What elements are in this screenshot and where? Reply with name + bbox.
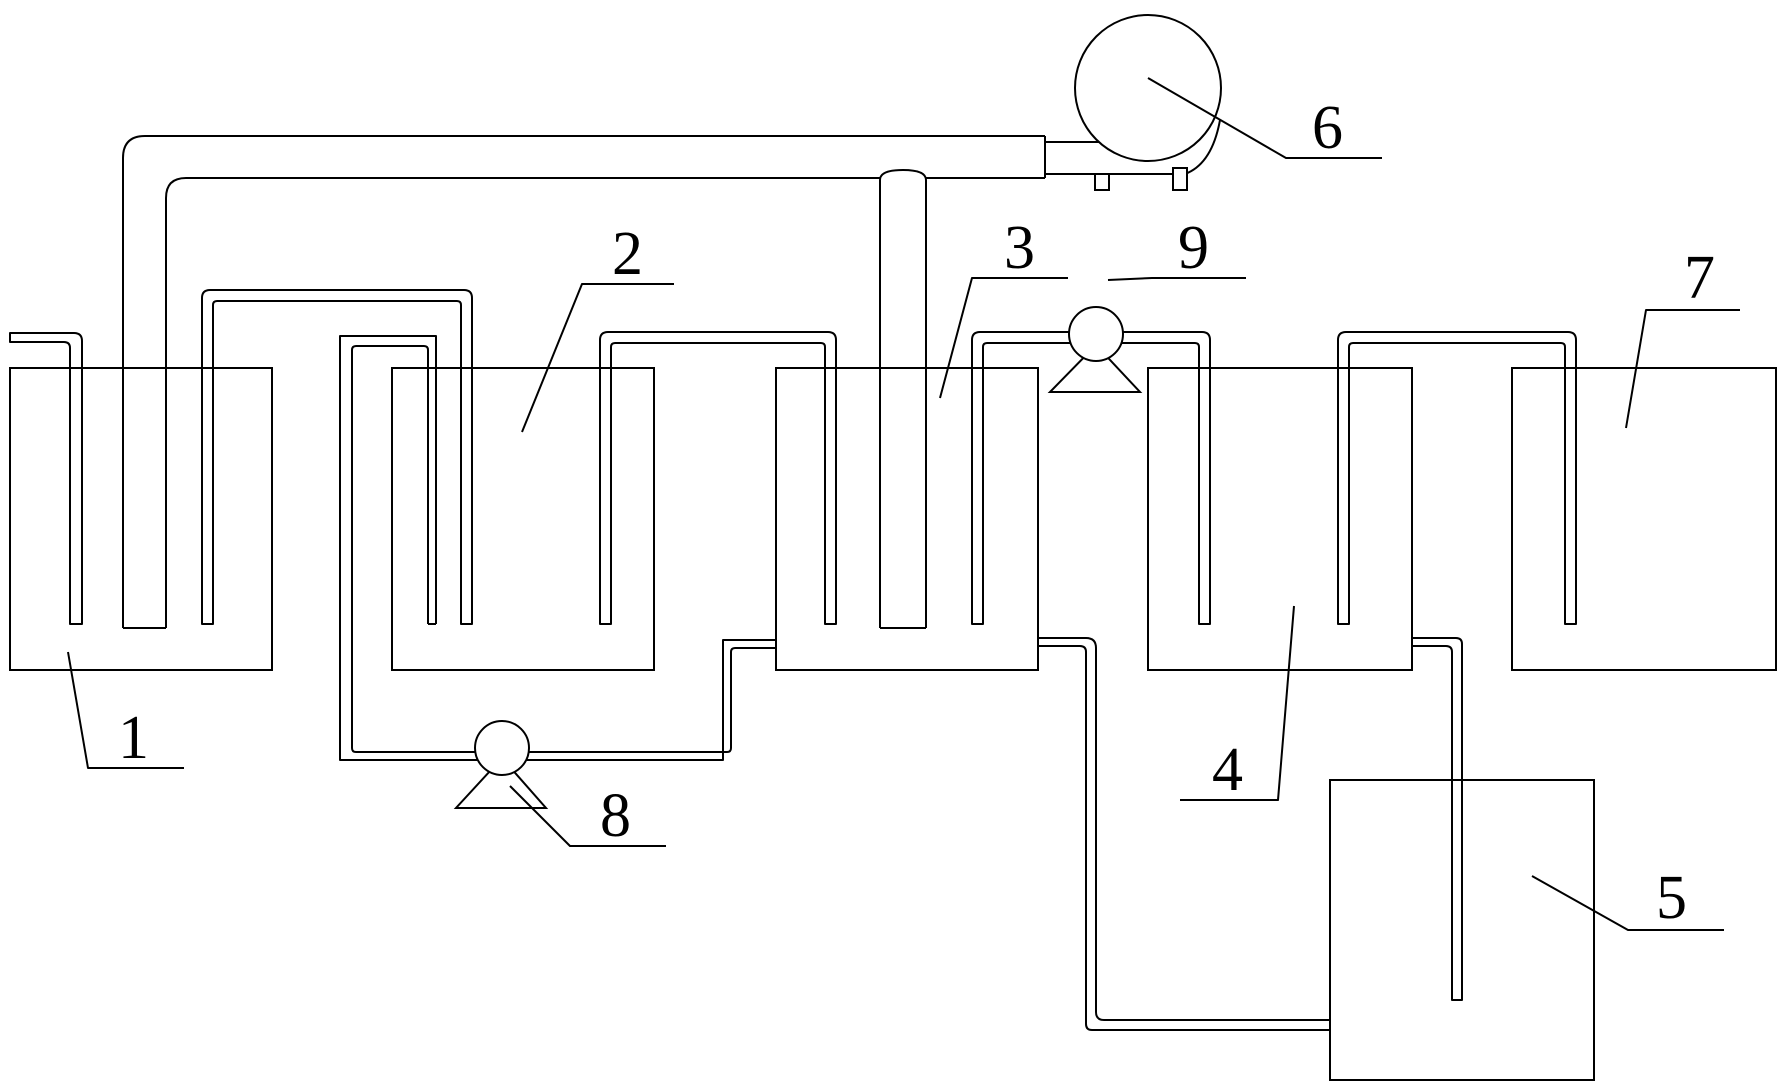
bottom-pipes — [339, 335, 1463, 1031]
tank-7 — [1511, 367, 1777, 671]
pump-8 — [453, 720, 549, 809]
pipe-tank1-to-tank2 — [201, 289, 473, 625]
label-tank-5: 5 — [1656, 864, 1687, 932]
inlet-pipe — [9, 332, 83, 625]
blower-6 — [1045, 14, 1222, 191]
blower-body — [1074, 14, 1222, 162]
leader-lines — [67, 77, 1740, 931]
label-tank-3: 3 — [1004, 214, 1035, 282]
labels: 1 2 3 6 7 4 5 9 8 — [118, 94, 1715, 932]
label-pump-8: 8 — [600, 782, 631, 850]
tanks — [9, 367, 1777, 1081]
pump-8-body — [474, 720, 530, 776]
label-tank-1: 1 — [118, 704, 149, 772]
label-pump-9: 9 — [1178, 214, 1209, 282]
tank-3 — [775, 367, 1039, 671]
tank-1 — [9, 367, 273, 671]
tank-4 — [1147, 367, 1413, 671]
air-main-pipe — [122, 135, 1046, 629]
pump-9-body — [1068, 306, 1124, 362]
blower-foot-left — [1094, 173, 1110, 191]
pipe-tank4-to-tank7 — [1337, 331, 1577, 625]
label-tank-7: 7 — [1684, 244, 1715, 312]
transfer-pipes — [201, 289, 1577, 625]
blower-foot-right — [1172, 167, 1188, 191]
pump-9 — [1047, 306, 1143, 393]
pipe-tank3-to-tank4 — [971, 331, 1211, 625]
pipe-tank2-to-tank3 — [599, 331, 837, 625]
label-tank-4: 4 — [1212, 736, 1243, 804]
label-blower-6: 6 — [1312, 94, 1343, 162]
label-tank-2: 2 — [612, 220, 643, 288]
